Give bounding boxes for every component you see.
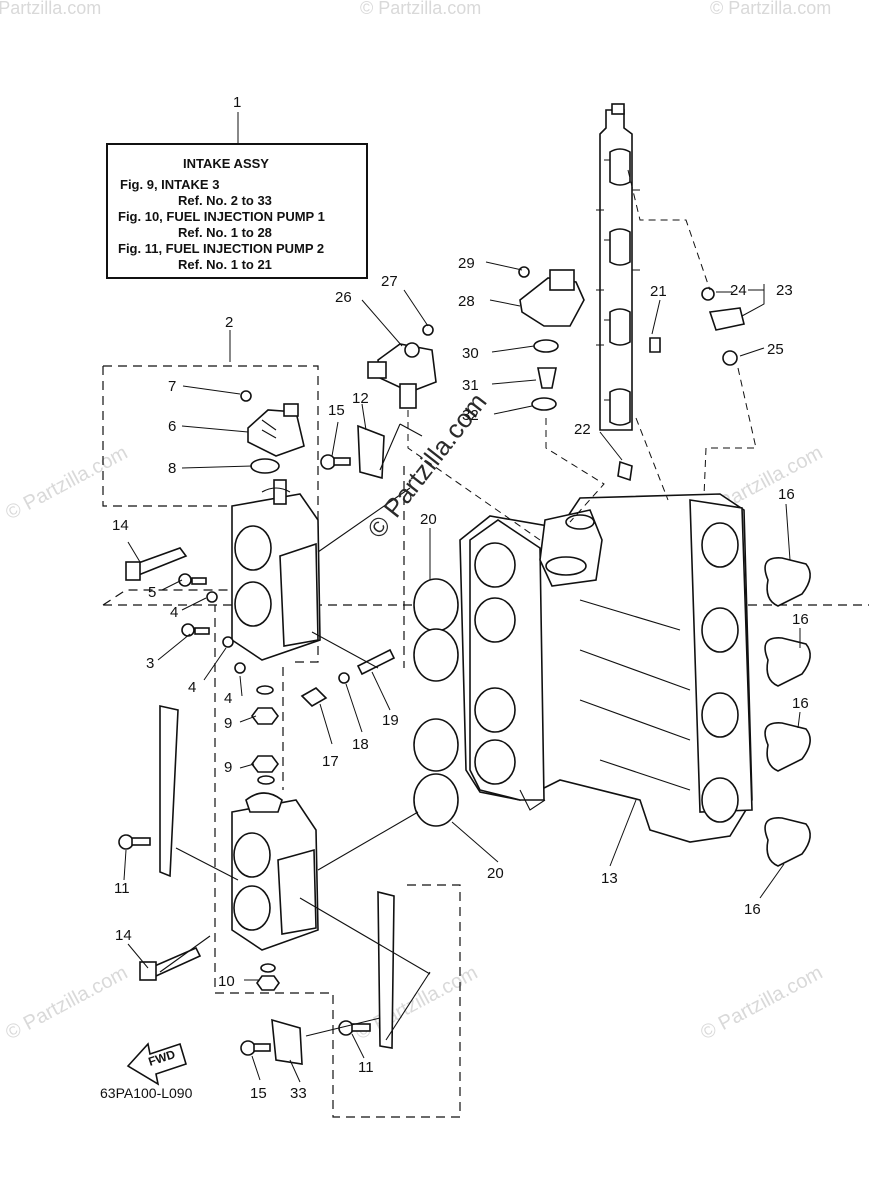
legend-line-5: Fig. 11, FUEL INJECTION PUMP 2 <box>118 241 324 256</box>
throttle-position-sensor <box>247 403 305 457</box>
watermark-left-mid: © Partzilla.com <box>2 442 131 525</box>
callout-26: 26 <box>335 289 352 306</box>
callout-15b: 15 <box>250 1085 267 1102</box>
callout-16c: 16 <box>792 695 809 712</box>
callout-25: 25 <box>767 341 784 358</box>
fwd-arrow: FWD <box>126 1042 187 1086</box>
dashed-assembly-lines <box>159 169 757 1041</box>
watermark-right-low: © Partzilla.com <box>697 962 826 1045</box>
callout-4c: 4 <box>224 690 232 707</box>
callout-27: 27 <box>381 273 398 290</box>
callout-23: 23 <box>776 282 793 299</box>
watermark-left-low: © Partzilla.com <box>2 962 131 1045</box>
callout-12: 12 <box>352 390 369 407</box>
callout-28: 28 <box>458 293 475 310</box>
leader-lines <box>123 112 801 1083</box>
callout-9b: 9 <box>224 759 232 776</box>
callout-4a: 4 <box>170 604 178 621</box>
callout-7: 7 <box>168 378 176 395</box>
legend-line-2: Ref. No. 2 to 33 <box>178 193 272 208</box>
throttle-body-lower <box>231 792 319 951</box>
callout-22: 22 <box>574 421 591 438</box>
legend-line-6: Ref. No. 1 to 21 <box>178 257 272 272</box>
callout-32: 32 <box>462 407 479 424</box>
callout-8: 8 <box>168 460 176 477</box>
callout-labels: 1 2 3 4 4 4 5 6 7 8 9 9 10 11 11 12 13 1… <box>112 94 809 1102</box>
legend-line-1: Fig. 9, INTAKE 3 <box>120 177 219 192</box>
throttle-body-upper <box>231 479 321 661</box>
callout-5: 5 <box>148 584 156 601</box>
legend-box: INTAKE ASSY Fig. 9, INTAKE 3 Ref. No. 2 … <box>106 143 368 279</box>
callout-30: 30 <box>462 345 479 362</box>
callout-19: 19 <box>382 712 399 729</box>
fuel-rail <box>596 103 640 431</box>
callout-2: 2 <box>225 314 233 331</box>
callout-14a: 14 <box>112 517 129 534</box>
sensor-26 <box>367 342 437 409</box>
callout-16a: 16 <box>778 486 795 503</box>
watermark-top-right: © Partzilla.com <box>710 0 831 18</box>
o-rings-20 <box>413 578 459 827</box>
callout-21: 21 <box>650 283 667 300</box>
callout-17: 17 <box>322 753 339 770</box>
diagram-code: 63PA100-L090 <box>100 1085 193 1101</box>
callout-16d: 16 <box>744 901 761 918</box>
watermark-top-left: © Partzilla.com <box>0 0 101 18</box>
callout-13: 13 <box>601 870 618 887</box>
callout-4b: 4 <box>188 679 196 696</box>
callout-20a: 20 <box>420 511 437 528</box>
callout-33: 33 <box>290 1085 307 1102</box>
callout-18: 18 <box>352 736 369 753</box>
callout-6: 6 <box>168 418 176 435</box>
callout-14b: 14 <box>115 927 132 944</box>
legend-line-4: Ref. No. 1 to 28 <box>178 225 272 240</box>
callout-15a: 15 <box>328 402 345 419</box>
callout-10: 10 <box>218 973 235 990</box>
callout-9a: 9 <box>224 715 232 732</box>
gaskets-16 <box>764 557 811 867</box>
legend-line-3: Fig. 10, FUEL INJECTION PUMP 1 <box>118 209 325 224</box>
callout-16b: 16 <box>792 611 809 628</box>
watermark-center-low: © Partzilla.com <box>352 962 481 1045</box>
callout-24: 24 <box>730 282 747 299</box>
callout-29: 29 <box>458 255 475 272</box>
legend-title: INTAKE ASSY <box>183 156 269 171</box>
callout-20b: 20 <box>487 865 504 882</box>
callout-3: 3 <box>146 655 154 672</box>
callout-31: 31 <box>462 377 479 394</box>
intake-manifold <box>459 493 753 843</box>
callout-11b: 11 <box>358 1059 374 1076</box>
callout-1: 1 <box>233 94 241 111</box>
callout-11a: 11 <box>114 880 130 897</box>
watermark-top-center: © Partzilla.com <box>360 0 481 18</box>
sensor-28 <box>519 269 585 327</box>
small-fasteners <box>118 266 745 1065</box>
